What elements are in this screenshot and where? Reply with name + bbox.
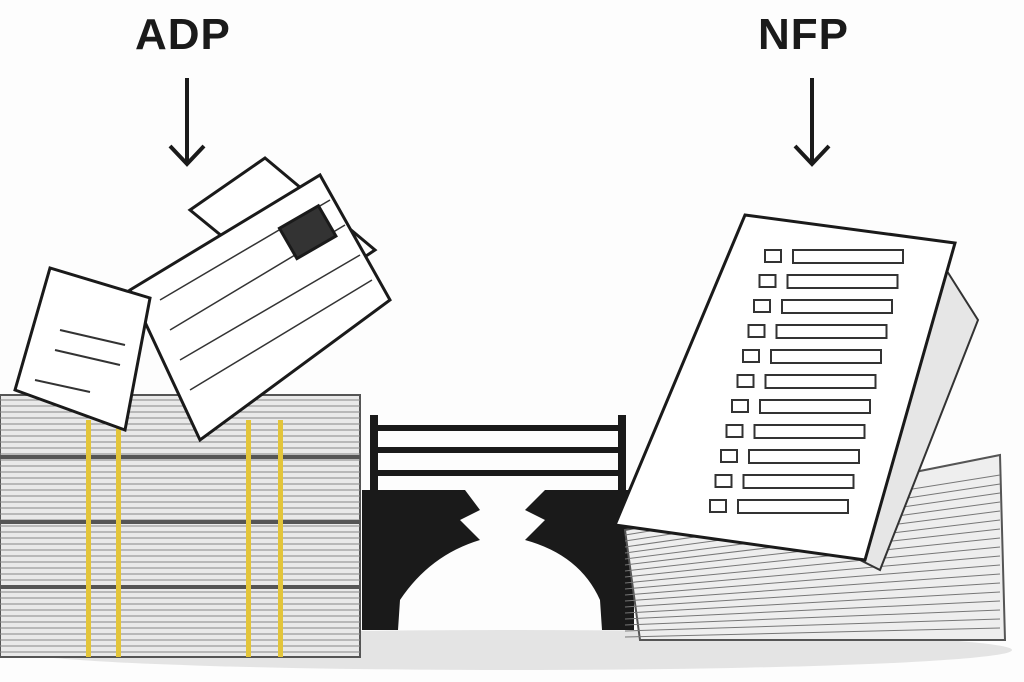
form-checkbox	[742, 349, 760, 363]
form-checkbox	[709, 499, 727, 513]
form-checkbox	[747, 324, 766, 338]
nfp-label: NFP	[758, 10, 849, 59]
paper-edge	[624, 555, 1001, 590]
form-checkbox	[714, 474, 733, 488]
form-document-icon	[612, 213, 1007, 641]
form-field	[759, 399, 871, 414]
paper-edge	[624, 627, 1001, 638]
form-checkbox	[725, 424, 744, 438]
form-checkbox	[720, 449, 738, 463]
paper-edge	[624, 573, 1001, 602]
form-field	[764, 374, 877, 389]
form-field	[770, 349, 882, 364]
paper-edge	[624, 609, 1001, 626]
paper-stack-icon	[0, 394, 361, 658]
form-checkbox	[731, 399, 749, 413]
form-field	[792, 249, 904, 264]
form-field	[786, 274, 899, 289]
bridge-icon	[362, 415, 634, 630]
form-field	[742, 474, 855, 489]
paper-edge	[624, 582, 1001, 608]
arrow-down-icon	[793, 78, 831, 167]
paper-edge	[624, 618, 1001, 632]
paper-edge	[624, 546, 1001, 584]
loose-papers	[13, 156, 392, 443]
form-field	[753, 424, 866, 439]
form-field	[737, 499, 849, 514]
form-checkbox	[758, 274, 777, 288]
form-field	[748, 449, 860, 464]
adp-label: ADP	[135, 10, 231, 59]
arrow-down-icon	[168, 78, 206, 167]
paper-edge	[624, 600, 1001, 620]
form-checkbox	[764, 249, 782, 263]
paper-edge	[624, 564, 1001, 596]
paper-edge	[624, 591, 1001, 614]
paper-edge	[624, 537, 1001, 578]
form-field	[775, 324, 888, 339]
form-checkbox	[753, 299, 771, 313]
form-checkbox	[736, 374, 755, 388]
form-field	[781, 299, 893, 314]
